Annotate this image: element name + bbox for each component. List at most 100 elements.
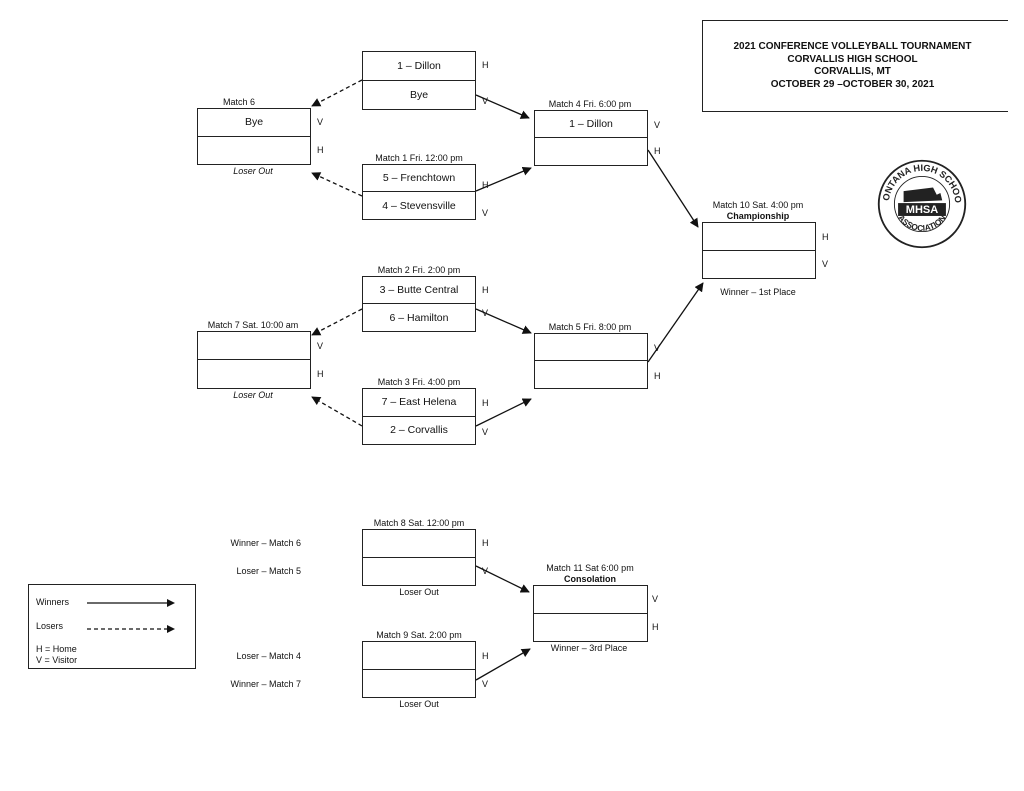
visitor-marker: V (822, 259, 829, 269)
team-slot-visitor: 1 – Dillon (535, 111, 647, 138)
logo-center-text: MHSA (906, 204, 939, 216)
home-marker: H (482, 651, 489, 661)
match-11-title: Consolation (564, 574, 616, 584)
visitor-marker: V (652, 594, 659, 604)
team-slot-visitor (535, 334, 647, 361)
visitor-marker: V (482, 208, 489, 218)
match-1-label: Match 1 Fri. 12:00 pm (375, 153, 463, 163)
legend-home-key: H = Home (36, 644, 77, 654)
match-11-box (533, 585, 648, 642)
legend-losers-label: Losers (36, 621, 64, 631)
team-slot-visitor (363, 670, 475, 698)
match-10-label: Match 10 Sat. 4:00 pm (712, 200, 804, 210)
home-marker: H (482, 285, 489, 295)
visitor-marker: V (482, 566, 489, 576)
match-10-note: Winner – 1st Place (720, 287, 796, 297)
home-marker: H (482, 398, 489, 408)
team-slot-home (703, 223, 815, 251)
team-slot-visitor: 4 – Stevensville (382, 199, 456, 212)
team-slot-visitor (703, 251, 815, 279)
match-8-top-source: Winner – Match 6 (230, 538, 301, 548)
host-city: CORVALLIS, MT (814, 66, 891, 77)
match-8-label: Match 8 Sat. 12:00 pm (373, 518, 465, 528)
home-marker: H (652, 622, 659, 632)
visitor-marker: V (654, 120, 661, 130)
legend-winner-arrow-icon (87, 599, 175, 607)
match-4-label: Match 4 Fri. 6:00 pm (548, 99, 632, 109)
match-10-box (702, 222, 816, 279)
host-school: CORVALLIS HIGH SCHOOL (787, 53, 918, 65)
visitor-marker: V (482, 96, 489, 106)
team-slot-home (363, 530, 475, 558)
match-9-box (362, 641, 476, 698)
home-marker: H (822, 232, 829, 242)
match-2-label: Match 2 Fri. 2:00 pm (377, 265, 461, 275)
match-8-note: Loser Out (399, 587, 439, 597)
tournament-header: 2021 CONFERENCE VOLLEYBALL TOURNAMENT CO… (702, 20, 1008, 112)
team-slot-visitor: 6 – Hamilton (389, 311, 449, 324)
tournament-title: 2021 CONFERENCE VOLLEYBALL TOURNAMENT (733, 41, 972, 52)
winner-arrow-m4-to-m10 (647, 149, 699, 228)
visitor-marker: V (317, 341, 324, 351)
match-7-label: Match 7 Sat. 10:00 am (207, 320, 299, 330)
match-7-box (197, 331, 311, 389)
visitor-marker: V (482, 427, 489, 437)
team-slot-home (535, 138, 647, 165)
home-marker: H (482, 180, 489, 190)
match-9-bottom-source: Winner – Match 7 (230, 679, 301, 689)
match-2-box: 3 – Butte Central 6 – Hamilton (362, 276, 476, 332)
match-6-label: Match 6 (222, 97, 256, 107)
team-slot-home (198, 137, 310, 165)
match-9-note: Loser Out (399, 699, 439, 709)
match-8-box (362, 529, 476, 586)
loser-arrow-m2-to-m7 (311, 308, 363, 336)
legend-winners-label: Winners (36, 597, 70, 607)
home-marker: H (654, 146, 661, 156)
visitor-marker: V (482, 308, 489, 318)
match-3-box: 7 – East Helena 2 – Corvallis (362, 388, 476, 445)
match-11-label: Match 11 Sat 6:00 pm (546, 563, 634, 573)
match-8-bottom-source: Loser – Match 5 (236, 566, 301, 576)
team-slot-home (198, 360, 310, 388)
team-slot-visitor (198, 332, 310, 360)
match-4-box: 1 – Dillon (534, 110, 648, 166)
mhsa-logo-icon: MONTANA HIGH SCHOOL ASSOCIATION MHSA (876, 158, 967, 249)
team-slot-home: 5 – Frenchtown (363, 165, 475, 192)
team-slot-home (535, 361, 647, 388)
match-10-title: Championship (726, 211, 790, 221)
team-slot-visitor: Bye (198, 109, 310, 137)
tournament-dates: OCTOBER 29 –OCTOBER 30, 2021 (770, 78, 935, 90)
seed-matchup-box: 1 – Dillon Bye (362, 51, 476, 110)
visitor-marker: V (654, 343, 661, 353)
match-9-top-source: Loser – Match 4 (236, 651, 301, 661)
legend-visitor-key: V = Visitor (36, 655, 78, 665)
team-slot-visitor: Bye (409, 88, 429, 101)
loser-arrow-seed-to-m6 (311, 79, 363, 107)
legend-loser-arrow-icon (87, 625, 175, 633)
team-slot-visitor (534, 586, 647, 614)
team-slot-home: 3 – Butte Central (363, 277, 475, 304)
match-5-box (534, 333, 648, 389)
team-slot-home: 1 – Dillon (363, 52, 475, 81)
match-6-note: Loser Out (233, 166, 273, 176)
match-5-label: Match 5 Fri. 8:00 pm (548, 322, 632, 332)
home-marker: H (317, 369, 324, 379)
match-11-note: Winner – 3rd Place (550, 643, 628, 653)
team-slot-home (534, 614, 647, 642)
match-7-note: Loser Out (233, 390, 273, 400)
team-slot-home (363, 642, 475, 670)
match-9-label: Match 9 Sat. 2:00 pm (376, 630, 462, 640)
home-marker: H (317, 145, 324, 155)
team-slot-visitor (363, 558, 475, 586)
team-slot-visitor: 2 – Corvallis (390, 424, 448, 437)
match-3-label: Match 3 Fri. 4:00 pm (377, 377, 461, 387)
home-marker: H (482, 538, 489, 548)
match-1-box: 5 – Frenchtown 4 – Stevensville (362, 164, 476, 220)
visitor-marker: V (317, 117, 324, 127)
home-marker: H (654, 371, 661, 381)
visitor-marker: V (482, 679, 489, 689)
loser-arrow-m1-to-m6 (311, 172, 363, 197)
home-marker: H (482, 60, 489, 70)
loser-arrow-m3-to-m7 (311, 396, 363, 427)
match-6-box: Bye (197, 108, 311, 165)
